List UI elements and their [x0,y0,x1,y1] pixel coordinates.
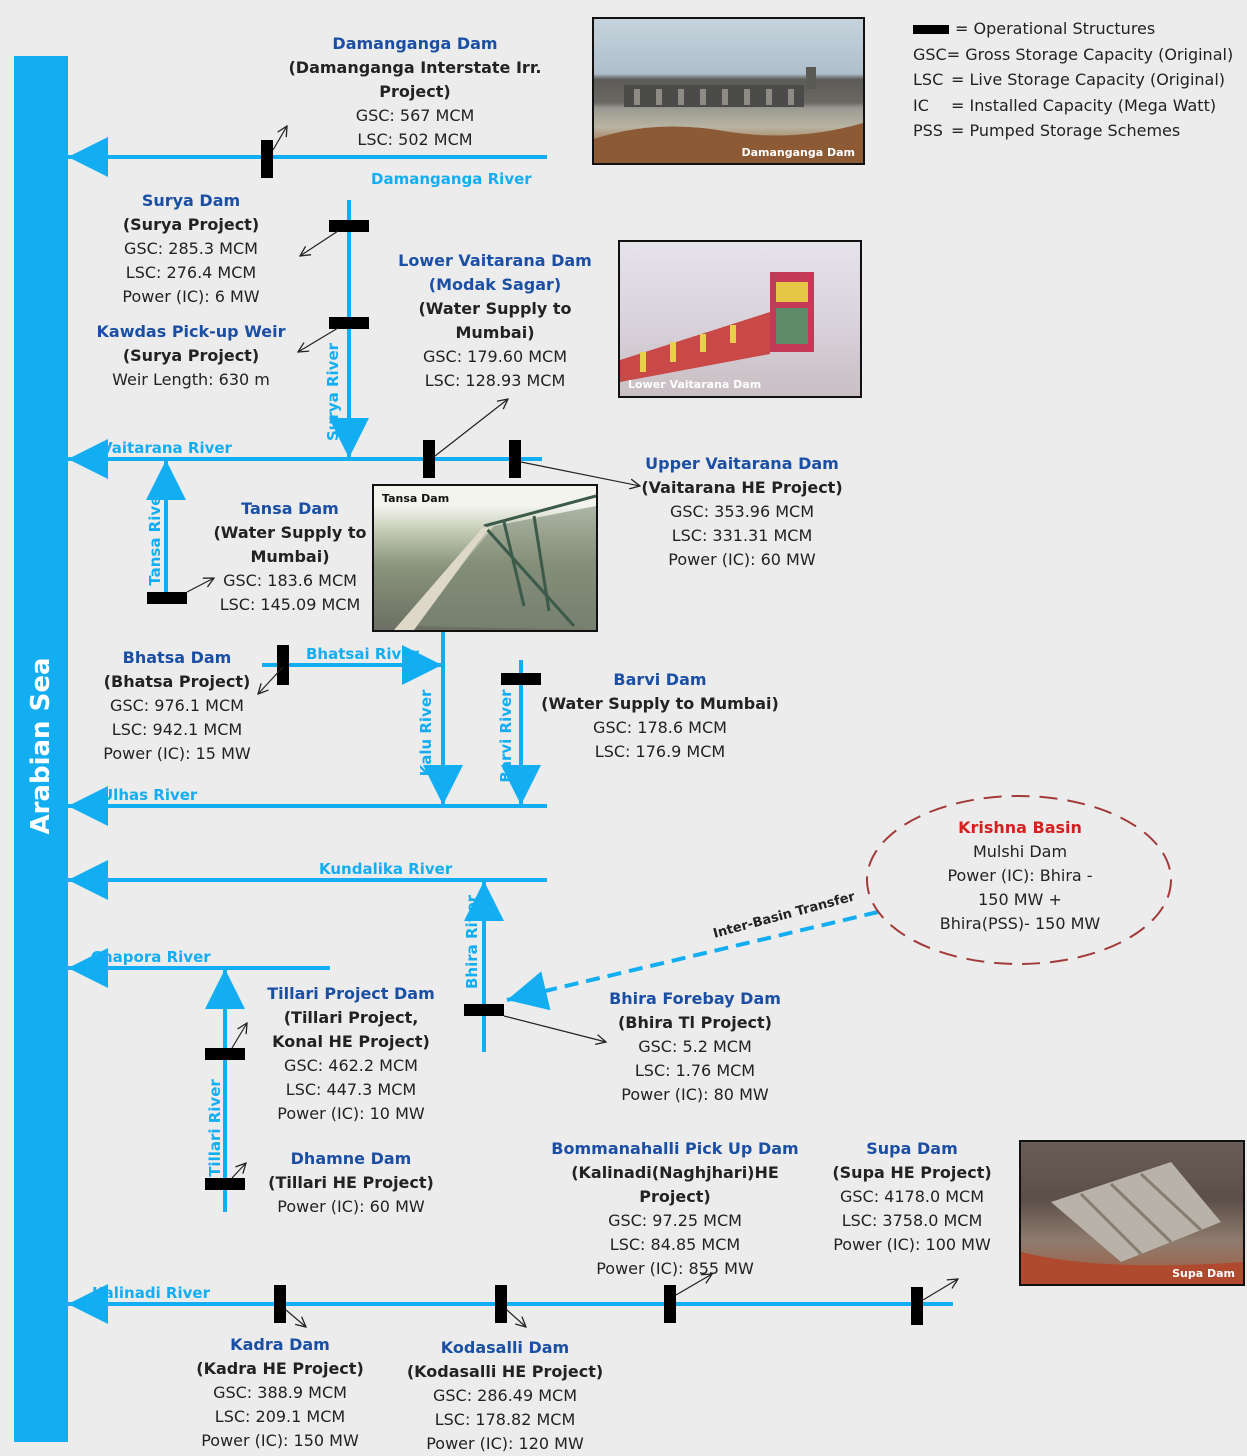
lower-vaitarana-dam-photo: Lower Vaitarana Dam [618,240,862,398]
kadra-dam-structure [274,1285,286,1323]
barvi-river-label: Barvi River [497,689,515,783]
supa-dam-info: Supa Dam (Supa HE Project) GSC: 4178.0 M… [832,1139,992,1254]
bommanahalli-pointer [675,1274,712,1296]
tillari-dam-structure [205,1048,245,1060]
lower-vaitarana-pointer [434,399,508,457]
legend-pss: PSS= Pumped Storage Schemes [913,121,1181,140]
damanganga-pointer [272,126,287,151]
tansa-dam-structure [147,592,187,604]
kodasalli-dam-structure [495,1285,507,1323]
tansa-dam-photo: Tansa Dam [372,484,598,632]
structure-swatch [913,25,949,34]
krishna-basin-ellipse [866,795,1172,965]
legend: = Operational Structures GSC= Gross Stor… [913,16,1233,144]
upper-vaitarana-pointer [520,461,640,486]
bommanahalli-dam-structure [664,1285,676,1323]
bommanahalli-dam-info: Bommanahalli Pick Up Dam (Kalinadi(Naghj… [551,1139,799,1278]
krishna-basin-info: Krishna Basin Mulshi Dam Power (IC): Bhi… [939,818,1101,933]
dhamne-dam-structure [205,1178,245,1190]
damanganga-dam-photo: Damanganga Dam [592,17,865,165]
kodasalli-pointer [506,1309,526,1327]
legend-lsc: LSC= Live Storage Capacity (Original) [913,70,1226,89]
kadra-pointer [285,1309,306,1327]
tillari-pointer [231,1023,247,1049]
lower-vaitarana-dam-structure [423,440,435,478]
kawdas-pointer [298,327,339,352]
kadra-dam-info: Kadra Dam (Kadra HE Project) GSC: 388.9 … [196,1335,364,1450]
kodasalli-dam-info: Kodasalli Dam (Kodasalli HE Project) GSC… [406,1338,604,1453]
barvi-dam-info: Barvi Dam (Water Supply to Mumbai) GSC: … [541,670,779,761]
chapora-river-label: Chapora River [91,948,211,966]
lower-vaitarana-dam-info: Lower Vaitarana Dam (Modak Sagar) (Water… [398,251,592,390]
ulhas-river-label: Ulhas River [101,786,198,804]
legend-ic: IC= Installed Capacity (Mega Watt) [913,95,1217,115]
damanganga-photo-caption: Damanganga Dam [741,146,855,159]
supa-pointer [922,1279,958,1301]
surya-river-label: Surya River [324,342,342,441]
bhatsa-dam-info: Bhatsa Dam (Bhatsa Project) GSC: 976.1 M… [103,648,251,763]
lower-vaitarana-photo-caption: Lower Vaitarana Dam [628,378,762,391]
damanganga-dam-info: Damanganga Dam (Damanganga Interstate Ir… [288,34,542,149]
tansa-pointer [186,578,214,593]
dhamne-pointer [231,1163,246,1179]
bhira-forebay-dam-structure [464,1004,504,1016]
tansa-river-label: Tansa River [146,488,164,586]
damanganga-river-label: Damanganga River [371,170,532,188]
kawdas-weir-structure [329,317,369,329]
surya-dam-structure [329,220,369,232]
dhamne-dam-info: Dhamne Dam (Tillari HE Project) Power (I… [268,1149,434,1216]
bhira-pointer [503,1015,606,1042]
surya-dam-info: Surya Dam (Surya Project) GSC: 285.3 MCM… [122,191,260,306]
legend-operational: = Operational Structures [913,16,1233,42]
kalinadi-river-label: Kalinadi River [92,1284,211,1302]
bhatsa-dam-structure [277,645,289,685]
bhira-forebay-dam-info: Bhira Forebay Dam (Bhira Tl Project) GSC… [609,989,781,1104]
tillari-dam-info: Tillari Project Dam (Tillari Project, Ko… [267,984,435,1123]
upper-vaitarana-dam-info: Upper Vaitarana Dam (Vaitarana HE Projec… [641,454,843,569]
bhatsa-pointer [258,666,284,694]
bhatsai-river-label: Bhatsai River [306,645,419,663]
kalu-river-label: Kalu River [417,689,435,776]
barvi-dam-structure [501,673,541,685]
supa-dam-structure [911,1287,923,1325]
damanganga-dam-structure [261,140,273,178]
surya-pointer [300,230,339,256]
supa-photo-caption: Supa Dam [1172,1267,1235,1280]
tansa-dam-info: Tansa Dam (Water Supply to Mumbai) GSC: … [213,499,367,614]
upper-vaitarana-dam-structure [509,440,521,478]
arabian-sea-bar [14,56,68,1442]
legend-gsc: GSC= Gross Storage Capacity (Original) [913,44,1234,64]
kawdas-weir-info: Kawdas Pick-up Weir (Surya Project) Weir… [96,322,286,389]
supa-dam-photo: Supa Dam [1019,1140,1245,1286]
bhira-river-label: Bhira River [463,894,481,989]
inter-basin-transfer-arrow [506,910,879,1011]
vaitarana-river-label: Vaitarana River [101,439,233,457]
tillari-river-label: Tillari River [206,1079,224,1177]
tansa-photo-caption: Tansa Dam [382,492,450,505]
kundalika-river-label: Kundalika River [319,860,453,878]
